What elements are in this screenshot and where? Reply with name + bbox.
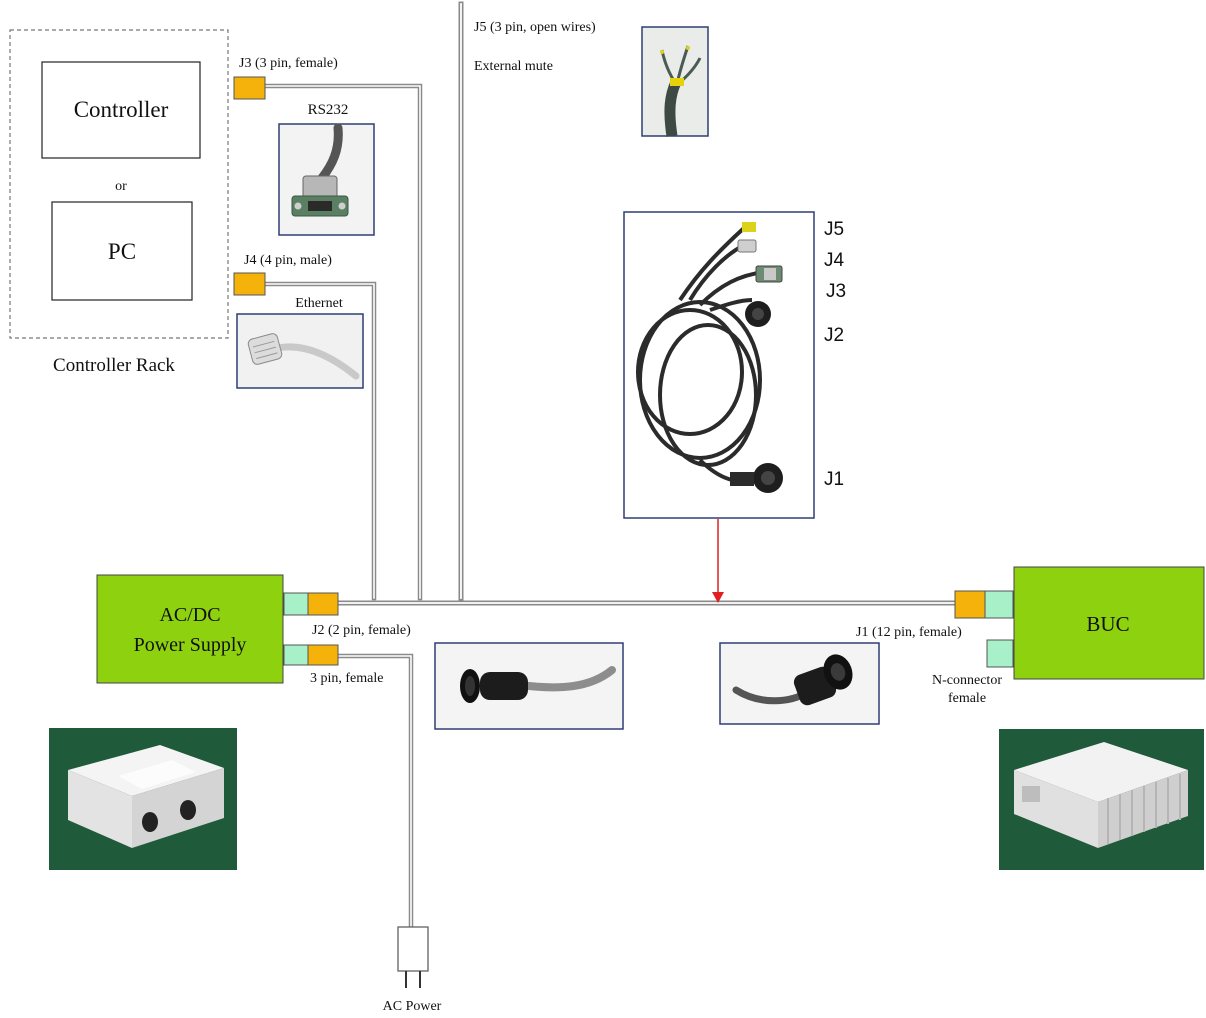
j2-cable-photo [434,642,624,730]
pc-label: PC [108,239,136,264]
rs232-photo: RS232 [278,102,375,236]
harness-arrow [712,519,724,603]
harness-label-j3: J3 [826,281,846,302]
controller-label: Controller [74,97,169,122]
power-supply-unit: AC/DC Power Supply [96,574,284,684]
n-connector-label-line2: female [948,691,986,706]
j3-connector [233,76,266,100]
open-wires-photo [641,26,709,137]
rs232-label: RS232 [308,102,349,118]
ac-power-label: AC Power [383,999,442,1014]
buc-unit: BUC [1013,566,1205,680]
j4-label: J4 (4 pin, male) [244,253,332,268]
j1-label: J1 (12 pin, female) [856,625,962,640]
j3-label: J3 (3 pin, female) [239,56,338,71]
or-label: or [115,179,127,194]
psu-ac-port [283,644,309,666]
power-supply-photo [49,728,237,870]
controller-rack-label: Controller Rack [53,355,175,376]
j1-connector [954,590,986,619]
ac-plug [397,926,429,988]
n-connector-label-line1: N-connector [932,673,1002,688]
cable-harness-photo [623,211,815,519]
j2-connector [307,592,339,616]
external-mute-label: External mute [474,59,553,74]
j2-label: J2 (2 pin, female) [312,623,411,638]
harness-label-j1: J1 [824,469,844,490]
controller-rack-boundary [9,29,229,339]
buc-photo [999,729,1204,870]
harness-label-j4: J4 [824,250,845,271]
ethernet-photo: Ethernet [236,296,364,389]
controller-box [41,61,201,159]
ac-in-label: 3 pin, female [310,671,383,686]
controller-rack: Controller or PC Controller Rack [9,29,229,376]
psu-dc-port [283,592,309,616]
power-supply-line2: Power Supply [134,634,247,656]
buc-n-port [986,639,1014,668]
j1-cable-photo [719,642,880,725]
j4-connector [233,272,266,296]
ac-in-connector [307,644,339,666]
buc-label: BUC [1086,612,1129,636]
buc-if-port [984,590,1014,619]
power-supply-line1: AC/DC [159,604,220,626]
ac-power-cable [335,653,414,931]
ethernet-label: Ethernet [295,296,343,311]
cables [262,1,959,931]
harness-label-j2: J2 [824,325,844,346]
harness-label-j5: J5 [824,219,844,240]
j5-label: J5 (3 pin, open wires) [474,20,596,35]
pc-box [51,201,193,301]
